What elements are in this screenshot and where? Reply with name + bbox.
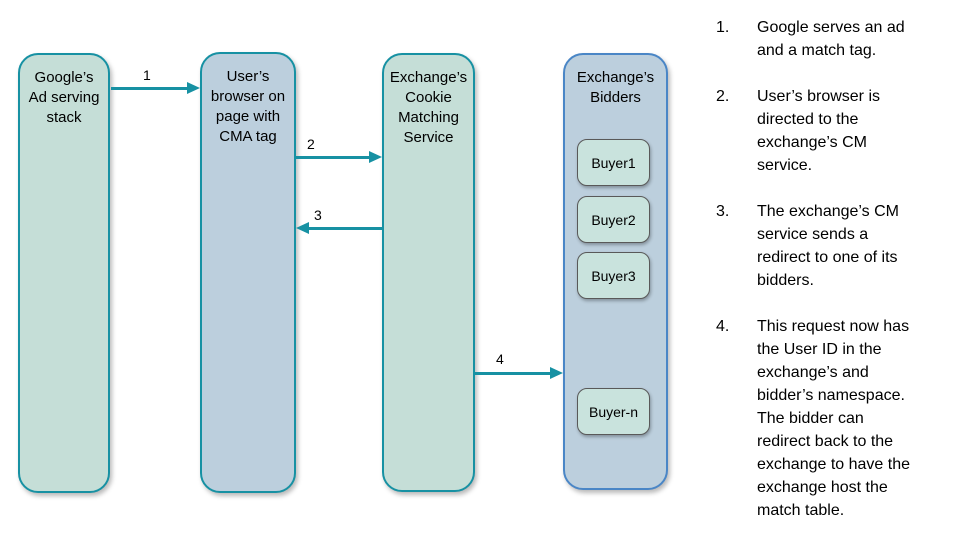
step-item-3: 3. The exchange’s CM service sends a red… [716, 200, 948, 292]
node-label: User’s browser on page with CMA tag [210, 68, 286, 145]
buyer-label: Buyer2 [591, 211, 636, 228]
step-number: 4. [716, 318, 730, 335]
step-text: This request now has the User ID in the … [757, 318, 911, 519]
node-googles-ad-serving-stack: Google’s Ad serving stack [18, 53, 110, 493]
step-number: 1. [716, 19, 730, 36]
buyer-box-2: Buyer2 [577, 196, 650, 243]
arrow-number-2: 2 [307, 136, 315, 152]
buyer-label: Buyer1 [591, 154, 636, 171]
node-exchanges-bidders: Exchange’s Bidders Buyer1 Buyer2 Buyer3 … [563, 53, 668, 490]
step-text: The exchange’s CM service sends a redire… [757, 203, 899, 289]
step-number: 2. [716, 88, 730, 105]
arrow-step-2-icon [296, 151, 382, 163]
step-item-4: 4. This request now has the User ID in t… [716, 315, 948, 522]
buyer-label: Buyer-n [588, 403, 639, 420]
steps-list: 1. Google serves an ad and a match tag. … [716, 16, 948, 522]
arrow-number-3: 3 [314, 207, 322, 223]
node-users-browser: User’s browser on page with CMA tag [200, 52, 296, 493]
arrow-number-4: 4 [496, 351, 504, 367]
node-label: Exchange’s Bidders [576, 69, 655, 106]
buyer-box-3: Buyer3 [577, 252, 650, 299]
step-number: 3. [716, 203, 730, 220]
arrow-step-3-icon [296, 222, 382, 234]
step-text: Google serves an ad and a match tag. [757, 19, 905, 59]
buyer-box-n: Buyer-n [577, 388, 650, 435]
step-text: User’s browser is directed to the exchan… [757, 88, 880, 174]
arrow-step-4-icon [474, 367, 563, 379]
node-label: Exchange’s Cookie Matching Service [389, 69, 468, 146]
arrow-step-1-icon [111, 82, 200, 94]
step-item-2: 2. User’s browser is directed to the exc… [716, 85, 948, 177]
node-label: Google’s Ad serving stack [28, 69, 100, 126]
step-item-1: 1. Google serves an ad and a match tag. [716, 16, 948, 62]
node-exchanges-cookie-matching-service: Exchange’s Cookie Matching Service [382, 53, 475, 492]
buyer-label: Buyer3 [591, 267, 636, 284]
arrow-number-1: 1 [143, 67, 151, 83]
buyer-box-1: Buyer1 [577, 139, 650, 186]
